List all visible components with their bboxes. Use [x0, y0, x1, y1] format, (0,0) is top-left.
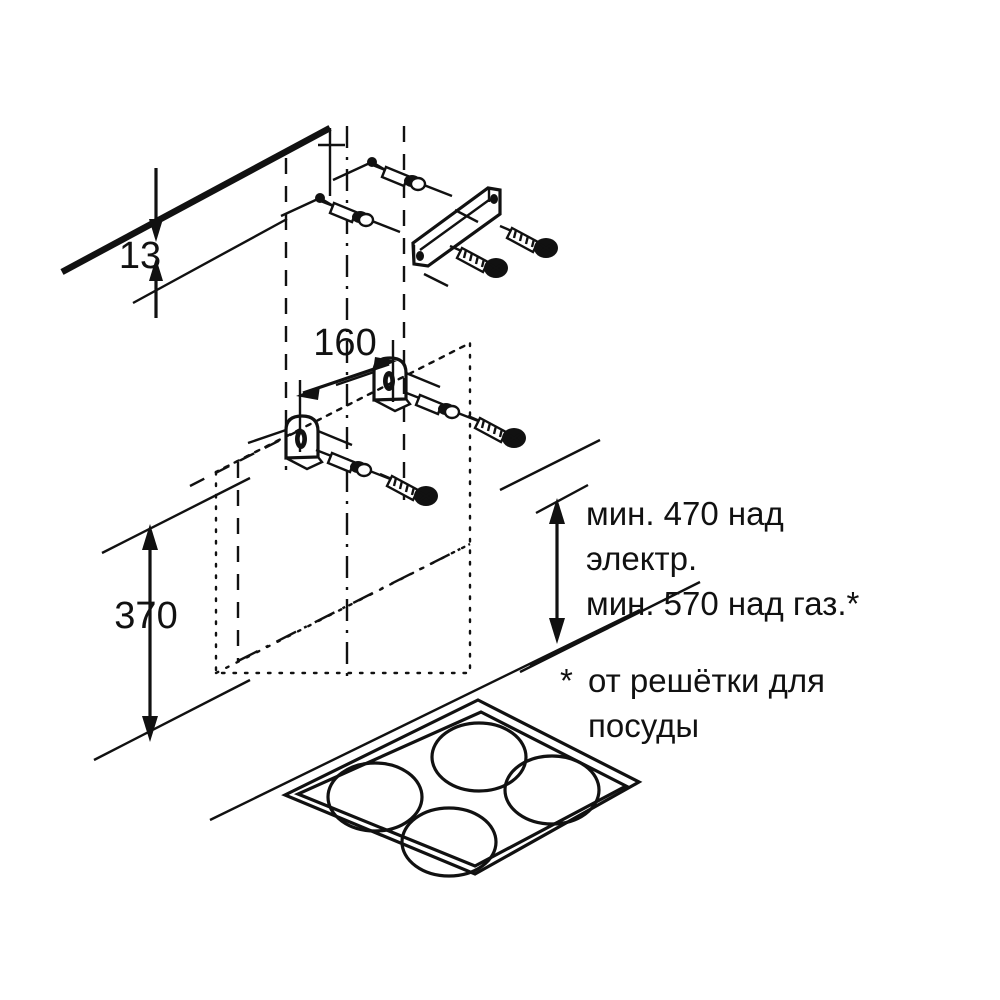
dimension-370-arrowhead-bottom	[142, 716, 158, 742]
wall-rail-bracket-hole-left	[416, 251, 424, 261]
hood-outline-mid-dashdot	[237, 542, 471, 663]
dimension-13-upper-arrowhead	[149, 219, 163, 242]
cooktop-burner-left	[326, 761, 424, 833]
angle-bracket-left-body	[284, 414, 320, 460]
wall-plug-lower-left-body	[326, 451, 356, 474]
wall-rail-bracket-tab-upper	[454, 208, 479, 224]
hood-outline	[189, 341, 472, 675]
hood-outline-upper-left-leader	[189, 428, 301, 488]
screw-lower-right	[467, 414, 526, 448]
wall-plug-upper-right	[369, 162, 453, 198]
dimension-160-label: 160	[313, 322, 376, 364]
angle-bracket-right-leader-left	[335, 370, 375, 387]
screw-upper-left-threads	[462, 249, 486, 268]
angle-bracket-right	[335, 356, 441, 413]
dimension-370-arrowhead-top	[142, 524, 158, 550]
cooktop-burner-right	[503, 754, 601, 826]
worktop-back-edge	[499, 438, 601, 492]
screw-lower-left	[379, 472, 438, 506]
dimension-13-lower-arrowhead	[149, 258, 163, 281]
wall-plug-upper-right-body	[380, 165, 410, 188]
cooktop-outer-frame	[281, 698, 643, 876]
dimension-clearance-arrowhead-bottom	[549, 618, 565, 644]
dimension-13: 13	[119, 168, 163, 318]
cooktop	[281, 698, 643, 878]
angle-bracket-left-leader-left	[247, 428, 287, 445]
angle-bracket-left-slot-inner	[297, 431, 305, 447]
clearance-note-line-1: мин. 470 над	[586, 495, 784, 532]
wall-plug-upper-left	[317, 198, 401, 234]
dimension-160-arrowhead-left	[296, 386, 320, 400]
worktop-right-edge	[519, 580, 701, 674]
footnote-line-2: посуды	[588, 707, 699, 744]
wall-rail-bracket-hole-right	[490, 194, 498, 204]
screw-lower-left-cross-slot	[419, 491, 433, 501]
dimension-370-extension-top	[101, 476, 251, 555]
ceiling-edge-line	[60, 125, 332, 275]
screw-upper-right	[499, 224, 558, 258]
footnote-line-1: от решётки для	[588, 662, 825, 699]
hood-top-plane-line	[132, 217, 288, 305]
footnote-marker: *	[560, 662, 573, 699]
footnote: * от решётки для посуды	[560, 662, 825, 744]
screw-lower-right-cross-slot	[507, 433, 521, 443]
hood-outline-front-face	[214, 341, 472, 675]
dimension-370: 370	[93, 476, 251, 762]
wall-plug-upper-left-head	[357, 212, 375, 228]
cooktop-burner-rear	[430, 721, 528, 793]
ceiling-wall-group	[60, 125, 332, 305]
angle-bracket-left-leader-right	[317, 429, 353, 447]
screw-upper-left	[449, 244, 508, 278]
worktop-surface	[209, 438, 701, 822]
wall-rail-bracket-body	[411, 186, 502, 268]
dimension-13-label: 13	[119, 235, 161, 277]
wall-plug-lower-right-head	[443, 404, 461, 420]
upper-mounting-group	[280, 157, 453, 234]
worktop-front-edge	[209, 608, 641, 822]
screw-upper-right-cross-slot	[539, 243, 553, 253]
screw-upper-right-threads	[512, 229, 536, 248]
wall-plug-upper-left-body	[328, 201, 358, 224]
wall-rail-bracket	[411, 186, 502, 288]
cooktop-burner-front	[400, 806, 498, 878]
angle-bracket-right-leader-right	[405, 371, 441, 389]
wall-plug-lower-left-head	[355, 462, 373, 478]
hood-outline-top-edge	[214, 341, 472, 474]
wall-plug-upper-right-head	[409, 176, 427, 192]
dimension-370-label: 370	[114, 595, 177, 637]
wall-rail-bracket-tab-lower	[423, 272, 449, 288]
angle-bracket-left-flange	[285, 456, 324, 471]
dimension-clearance-arrowhead-top	[549, 498, 565, 524]
wall-plug-lower-right	[403, 390, 487, 426]
hood-outline-bottom-edge	[214, 542, 472, 675]
angle-bracket-left	[247, 414, 353, 471]
screw-upper-left-cross-slot	[489, 263, 503, 273]
clearance-note-line-2: электр.	[586, 540, 697, 577]
dimension-160: 160	[296, 322, 397, 452]
clearance-note: мин. 470 над электр. мин. 570 над газ.*	[586, 495, 860, 622]
screw-lower-left-threads	[392, 477, 416, 496]
angle-bracket-right-flange	[373, 398, 412, 413]
dimension-clearance-extension-top	[535, 483, 589, 515]
wall-plug-lower-right-body	[414, 393, 444, 416]
dimension-370-extension-bottom	[93, 678, 251, 762]
angle-bracket-right-body	[372, 356, 408, 402]
screw-lower-right-threads	[480, 419, 504, 438]
